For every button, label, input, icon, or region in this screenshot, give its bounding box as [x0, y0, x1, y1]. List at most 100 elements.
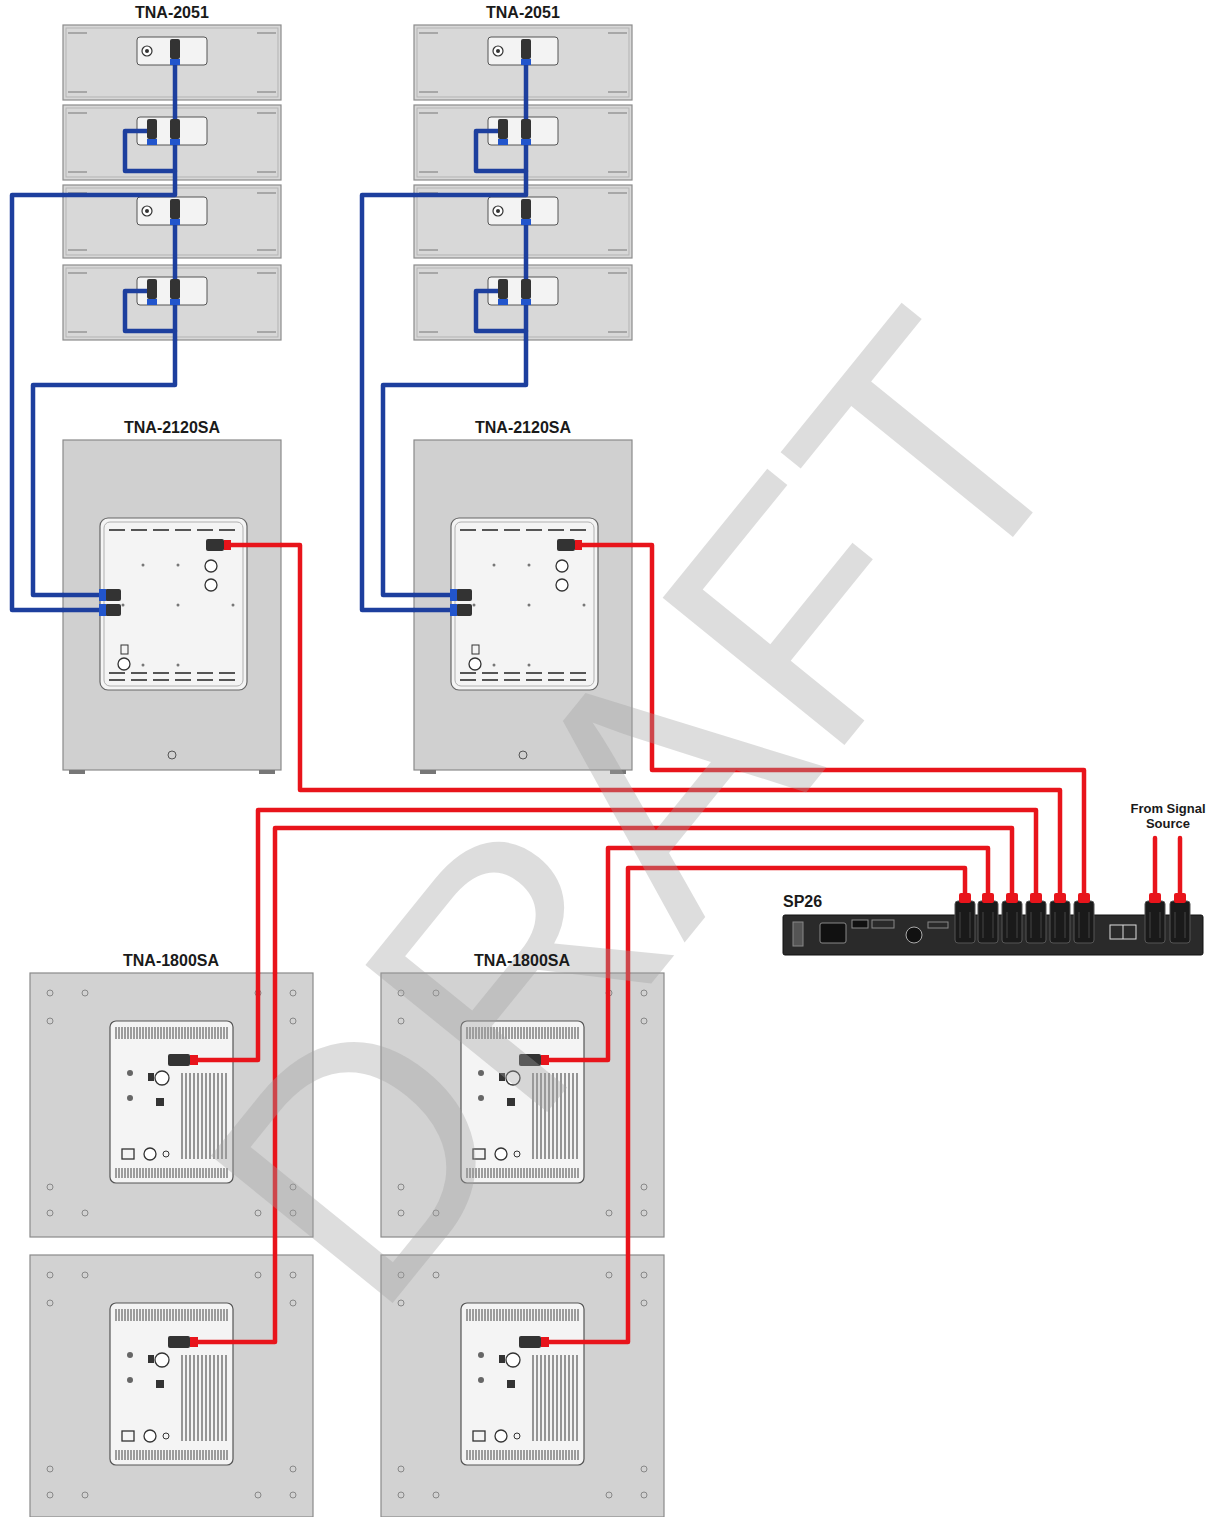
heatsink-fin	[213, 1355, 214, 1441]
screw-dot	[127, 1352, 133, 1358]
screw-dot	[398, 1300, 404, 1306]
plug-collar	[170, 139, 180, 145]
vent-fin	[476, 1309, 477, 1321]
cabinet-mark	[419, 113, 438, 114]
screw-dot	[478, 1377, 484, 1383]
vent-fin	[185, 1027, 186, 1039]
vent-fin	[149, 1309, 150, 1321]
vent-fin	[467, 1168, 468, 1178]
vent-fin	[173, 1309, 174, 1321]
vent-fin	[140, 1309, 141, 1321]
vent-fin	[497, 1168, 498, 1178]
speakon-plug	[456, 604, 472, 616]
cable-stub	[63, 608, 99, 613]
vent-slot	[460, 672, 476, 674]
vent-fin	[215, 1027, 216, 1039]
vent-fin	[152, 1309, 153, 1321]
plug-collar	[521, 219, 531, 225]
vent-fin	[161, 1168, 162, 1178]
equipment-label: TNA-2120SA	[124, 419, 220, 437]
equipment-node: TNA-1800SA	[30, 973, 313, 1517]
screw-dot	[641, 1018, 647, 1024]
vent-fin	[134, 1027, 135, 1039]
vent-slot	[153, 679, 169, 681]
vent-slot	[197, 679, 213, 681]
vent-fin	[131, 1309, 132, 1321]
vent-fin	[518, 1027, 519, 1039]
vent-fin	[497, 1027, 498, 1039]
vent-fin	[533, 1168, 534, 1178]
cabinet-mark	[419, 33, 438, 34]
vent-fin	[218, 1027, 219, 1039]
vent-fin	[200, 1309, 201, 1321]
vent-fin	[530, 1027, 531, 1039]
heatsink-fin	[189, 1073, 190, 1159]
vent-fin	[482, 1027, 483, 1039]
screw-dot	[290, 1492, 296, 1498]
plug-collar	[575, 540, 582, 550]
vent-fin	[116, 1309, 117, 1321]
vent-fin	[548, 1168, 549, 1178]
heatsink-fin	[568, 1073, 569, 1159]
screw-dot	[641, 1466, 647, 1472]
screw-dot	[433, 990, 439, 996]
vent-slot	[482, 529, 498, 531]
cabinet-bevel	[417, 108, 629, 177]
screw-dot	[290, 1272, 296, 1278]
vent-slot	[175, 672, 191, 674]
heatsink-fin	[217, 1355, 218, 1441]
screw-dot	[528, 604, 531, 607]
vent-fin	[197, 1450, 198, 1460]
power-switch	[793, 922, 803, 946]
plug-grip	[1150, 912, 1151, 938]
screw-dot	[493, 564, 496, 567]
cabinet-mark	[608, 33, 627, 34]
amp-plate	[461, 1303, 584, 1465]
amp-plate-inner	[455, 522, 594, 686]
cabinet-body	[63, 25, 281, 100]
plug-grip	[983, 912, 984, 938]
vent-fin	[140, 1168, 141, 1178]
vent-fin	[194, 1168, 195, 1178]
cable-stub	[414, 593, 450, 598]
vent-fin	[476, 1027, 477, 1039]
vent-fin	[536, 1027, 537, 1039]
cabinet-mark	[257, 92, 276, 93]
vent-fin	[500, 1450, 501, 1460]
vent-slot	[219, 672, 235, 674]
vent-fin	[524, 1027, 525, 1039]
cabinet-mark	[608, 172, 627, 173]
vent-fin	[500, 1309, 501, 1321]
heatsink-fin	[201, 1355, 202, 1441]
cabinet-mark	[68, 250, 87, 251]
vent-fin	[560, 1168, 561, 1178]
screw-dot	[641, 990, 647, 996]
heatsink-fin	[205, 1073, 206, 1159]
socket-center	[496, 49, 500, 53]
vent-fin	[137, 1450, 138, 1460]
vent-fin	[572, 1450, 573, 1460]
xlr-plug	[1145, 901, 1165, 943]
power-switch	[122, 1431, 134, 1441]
plug-collar	[147, 139, 157, 145]
link-cable	[173, 65, 178, 119]
vent-fin	[125, 1168, 126, 1178]
vent-fin	[221, 1309, 222, 1321]
screw-dot	[255, 1210, 261, 1216]
xlr-socket	[155, 1071, 169, 1085]
vent-fin	[560, 1450, 561, 1460]
vent-fin	[470, 1027, 471, 1039]
vent-fin	[128, 1168, 129, 1178]
heatsink-fin	[189, 1355, 190, 1441]
screw-dot	[290, 1018, 296, 1024]
vent-fin	[482, 1309, 483, 1321]
vent-fin	[167, 1168, 168, 1178]
cabinet-mark	[419, 172, 438, 173]
equipment-label: TNA-2120SA	[475, 419, 571, 437]
speakon-plug	[521, 39, 531, 59]
heatsink-fin	[536, 1355, 537, 1441]
cabinet-mark	[419, 92, 438, 93]
subwoofer-cabinet	[63, 440, 281, 774]
vent-fin	[497, 1309, 498, 1321]
cabinet-mark	[68, 172, 87, 173]
